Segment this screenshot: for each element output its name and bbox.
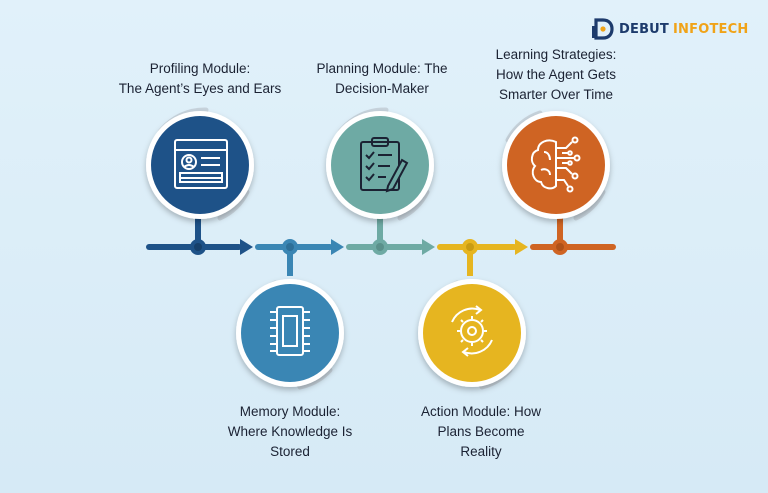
planning-label: Planning Module: The Decision-Maker	[300, 59, 464, 99]
memory-node	[236, 239, 344, 390]
debut-logo-icon	[592, 18, 614, 40]
action-node	[418, 239, 526, 390]
learning-arc-top	[505, 110, 543, 143]
brain-circuit-icon	[530, 136, 581, 193]
brand-name-part2: INFOTECH	[673, 21, 749, 37]
clipboard-checklist-icon	[360, 137, 409, 193]
memory-circle	[241, 284, 339, 382]
profiling-circle	[151, 116, 249, 214]
profiling-subtitle: The Agent’s Eyes and Ears	[118, 81, 282, 96]
memory-label: Memory Module: Where Knowledge Is Stored	[210, 402, 370, 462]
memory-subtitle-2: Stored	[270, 444, 310, 459]
timeline-arrow	[146, 239, 616, 255]
action-title: Action Module: How	[420, 404, 542, 419]
planning-subtitle: Decision-Maker	[335, 81, 429, 96]
learning-subtitle-2: Smarter Over Time	[498, 87, 614, 102]
action-subtitle: Plans Become	[437, 424, 525, 439]
gear-cycle-icon	[451, 305, 493, 357]
profiling-node	[146, 107, 254, 255]
profiling-label: Profiling Module: The Agent’s Eyes and E…	[102, 59, 298, 99]
ram-chip-icon	[270, 306, 310, 356]
brand-name-part1: DEBUT	[619, 21, 670, 37]
memory-title: Memory Module:	[239, 404, 341, 419]
planning-arc-bottom	[397, 189, 430, 221]
profiling-title: Profiling Module:	[149, 61, 251, 76]
memory-arc-bottom	[297, 367, 333, 390]
planning-title: Planning Module: The	[316, 61, 448, 76]
action-label: Action Module: How Plans Become Reality	[398, 402, 564, 462]
learning-label: Learning Strategies: How the Agent Gets …	[476, 45, 636, 105]
planning-node	[326, 107, 434, 255]
profiling-arc-bottom	[217, 189, 250, 221]
profile-card-icon	[174, 139, 228, 189]
action-subtitle-2: Reality	[460, 444, 502, 459]
learning-arc-bottom	[573, 189, 606, 221]
action-circle	[423, 284, 521, 382]
learning-title: Learning Strategies:	[495, 47, 617, 62]
learning-subtitle: How the Agent Gets	[495, 67, 617, 82]
learning-node	[502, 110, 610, 255]
memory-subtitle: Where Knowledge Is	[227, 424, 353, 439]
